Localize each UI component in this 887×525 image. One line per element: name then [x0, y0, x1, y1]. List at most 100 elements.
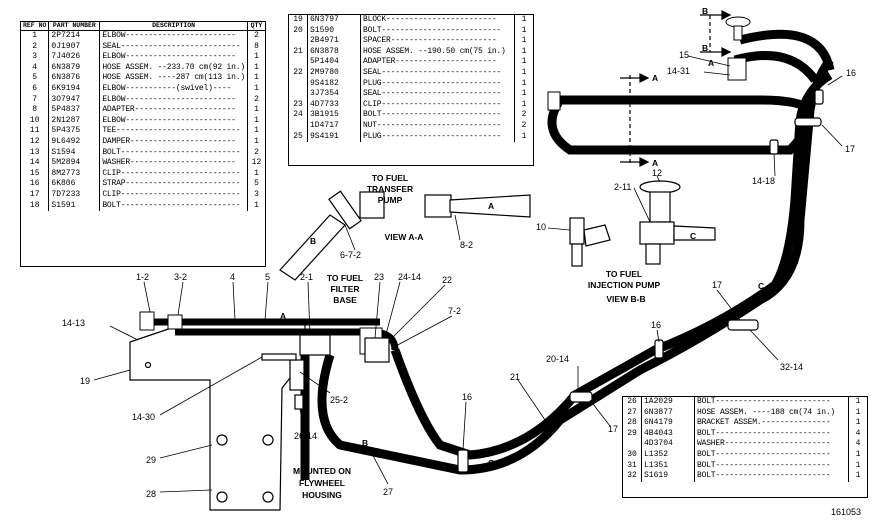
qty-cell: 1 [514, 57, 533, 68]
section-markers [620, 10, 732, 167]
ref-cell: 22 [289, 67, 308, 79]
qty-cell: 4 [848, 428, 867, 440]
ref-cell: 26 [623, 397, 642, 408]
callout-14-31: 14-31 [667, 66, 690, 76]
caption-mounted-1: MOUNTED ON [293, 466, 351, 476]
qty-cell: 1 [246, 126, 265, 137]
view-bb-fittings [569, 180, 716, 267]
ref-cell [289, 78, 308, 90]
description-cell: WASHER----------------------- [102, 158, 236, 168]
qty-cell: 1 [246, 136, 265, 148]
qty-cell: 5 [246, 179, 265, 190]
qty-cell: 3 [246, 189, 265, 201]
callout-17-a: 17 [608, 424, 618, 434]
ref-cell: 4 [21, 62, 50, 74]
part-number-cell: 5M2894 [48, 158, 101, 169]
qty-cell: 8 [246, 41, 265, 53]
part-number-cell: S1594 [48, 147, 101, 159]
qty-cell: 1 [514, 36, 533, 47]
part-number-cell: 7J4026 [48, 52, 101, 63]
description-cell: BOLT-------------------------- [363, 110, 502, 120]
part-number-cell: 2P7214 [48, 30, 101, 42]
ref-cell: 19 [289, 15, 308, 26]
qty-cell: 1 [246, 200, 265, 212]
part-number-cell: L1351 [641, 460, 695, 472]
qty-cell: 2 [246, 147, 265, 159]
callout-19: 19 [80, 376, 90, 386]
caption-fuel-injection-2: INJECTION PUMP [588, 280, 661, 290]
part-number-cell: 5P4837 [48, 105, 101, 116]
hose-letter-c1: C [690, 231, 696, 241]
qty-cell: 2 [514, 120, 533, 132]
callout-12: 12 [652, 168, 662, 178]
part-number-cell: 6N3876 [48, 73, 101, 84]
ref-cell: 30 [623, 449, 642, 461]
ref-cell: 28 [623, 418, 642, 429]
qty-cell: 1 [514, 46, 533, 58]
caption-fuel-transfer-3: PUMP [378, 195, 403, 205]
ref-cell: 7 [21, 94, 50, 106]
description-cell: CLIP-------------------------- [363, 99, 502, 109]
part-number-cell: 6N3878 [307, 46, 361, 58]
callout-15: 15 [679, 50, 689, 60]
qty-cell: 1 [848, 471, 867, 482]
section-a-bottom: A [652, 158, 658, 168]
part-number-cell: 6N3877 [641, 407, 695, 419]
hose-top-right [547, 16, 835, 155]
qty-cell: 1 [246, 115, 265, 127]
part-number-cell: 3O7947 [48, 94, 101, 106]
hose-letter-a2: A [488, 201, 494, 211]
part-number-cell: 6N3879 [48, 62, 101, 74]
callout-25-2: 25-2 [330, 395, 348, 405]
callout-16-b: 16 [651, 320, 661, 330]
description-cell: BOLT------------------------- [697, 397, 831, 406]
qty-cell: 1 [848, 449, 867, 461]
leader-lines [93, 55, 843, 493]
description-cell: TEE--------------------------- [102, 126, 241, 136]
part-number-cell: L1352 [641, 449, 695, 461]
qty-cell: 12 [246, 158, 265, 169]
part-number-cell: 1A2029 [641, 397, 695, 408]
part-number-cell: S1619 [641, 471, 695, 482]
ref-cell [289, 120, 308, 132]
description-cell: CLIP-------------------------- [102, 168, 241, 178]
description-cell: BOLT------------------------- [697, 460, 831, 470]
part-number-cell: 6N4179 [641, 418, 695, 429]
description-cell: HOSE ASSEM. ----188 cm(74 in.) [697, 407, 836, 417]
description-cell: ELBOW-----------(swivel)---- [102, 83, 232, 93]
callout-16-c: 16 [846, 68, 856, 78]
callout-8-2: 8-2 [460, 240, 473, 250]
qty-cell: 1 [246, 62, 265, 74]
part-number-cell: 7D7233 [48, 189, 101, 201]
description-cell: BOLT------------------------- [697, 428, 831, 438]
caption-fuel-transfer-2: TRANSFER [367, 184, 413, 194]
description-cell: PLUG-------------------------- [363, 78, 502, 88]
section-b-top: B [702, 6, 708, 16]
caption-filter-base-2: FILTER [330, 284, 359, 294]
description-cell: ELBOW------------------------ [102, 115, 236, 125]
description-cell: ELBOW------------------------ [102, 52, 236, 62]
section-a-top: A [652, 73, 658, 83]
qty-cell: 1 [246, 168, 265, 180]
description-cell: DAMPER----------------------- [102, 136, 236, 146]
part-number-cell: 6N3797 [307, 15, 361, 26]
hose-letter-b3: B [362, 438, 368, 448]
part-number-cell: S1591 [48, 200, 101, 212]
caption-view-bb: VIEW B-B [606, 294, 645, 304]
hose-letter-c3: C [758, 281, 764, 291]
